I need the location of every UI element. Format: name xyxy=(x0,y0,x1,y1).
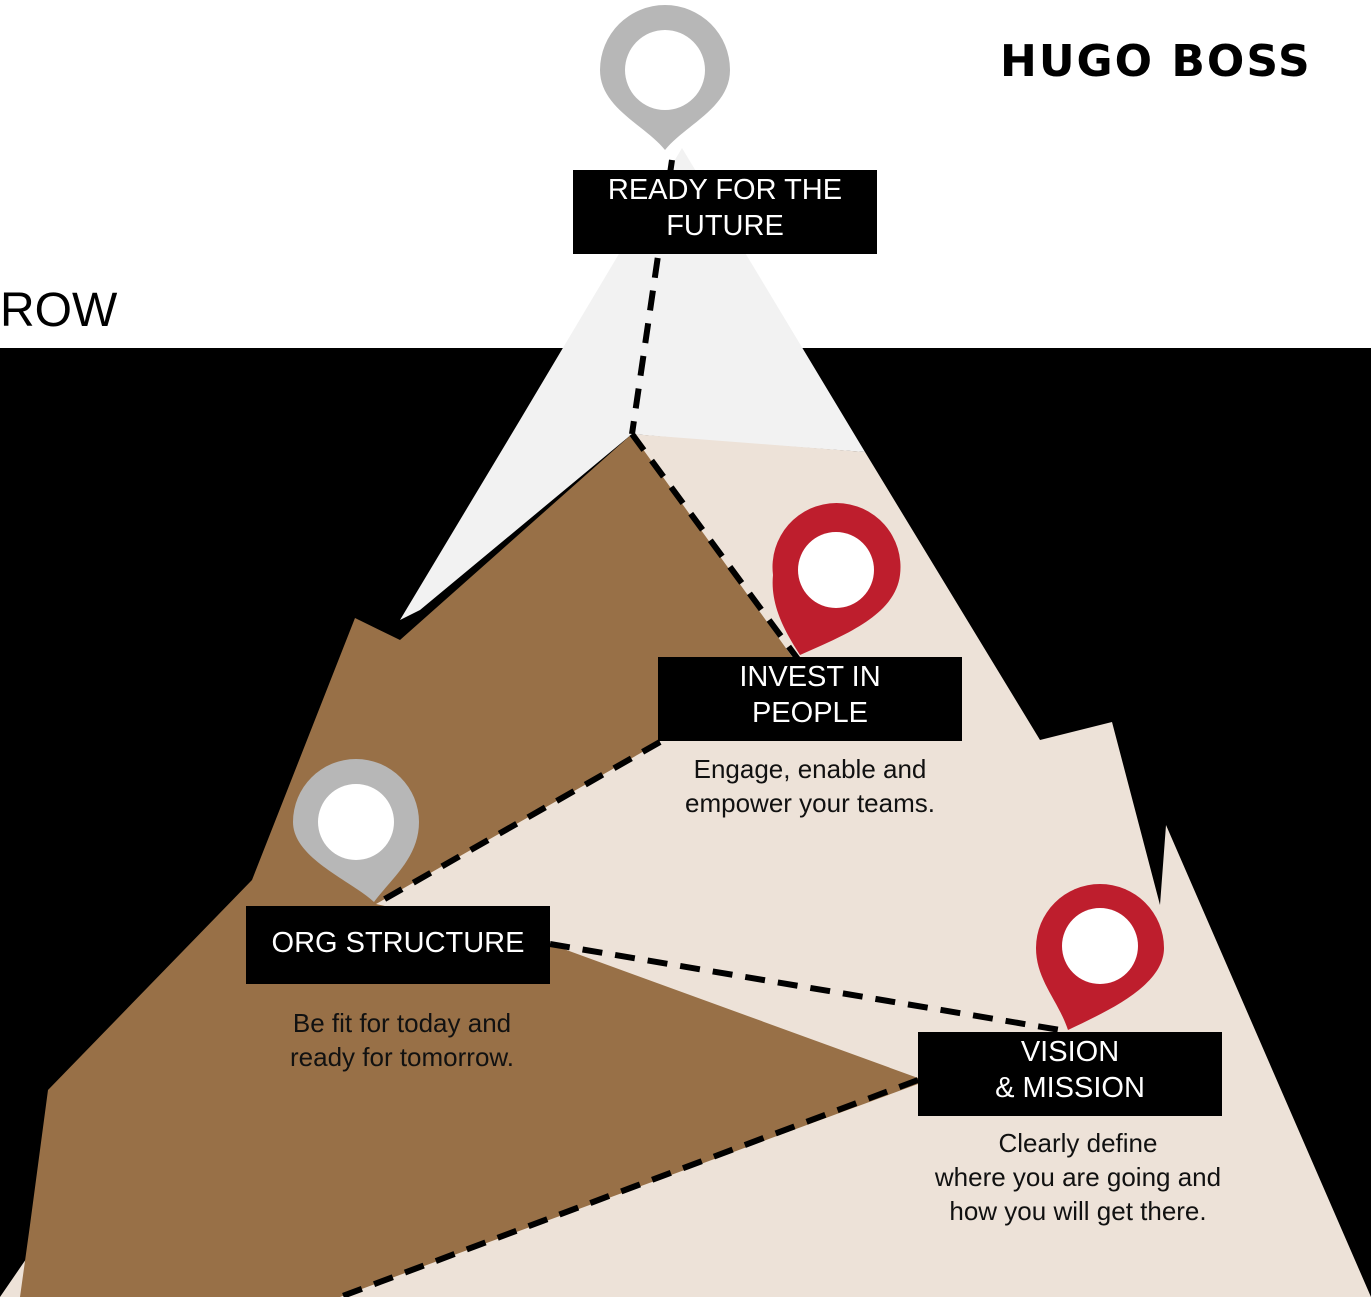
milestone-desc-people: Engage, enable and empower your teams. xyxy=(640,752,980,820)
mountain-snow xyxy=(400,148,865,620)
label-line: INVEST IN xyxy=(739,661,881,693)
milestone-label-summit: READY FOR THE FUTURE xyxy=(573,170,877,254)
label-line: FUTURE xyxy=(666,210,784,242)
label-line: & MISSION xyxy=(995,1072,1145,1104)
milestone-label-people: INVEST IN PEOPLE xyxy=(658,657,962,741)
milestone-label-org: ORG STRUCTURE xyxy=(246,906,550,984)
label-line: READY FOR THE xyxy=(607,174,843,206)
page-heading-fragment: ROW xyxy=(0,284,118,337)
brand-logo: HUGO BOSS xyxy=(1000,36,1312,87)
map-pin-icon xyxy=(293,759,419,902)
label-line: PEOPLE xyxy=(751,697,869,729)
desc-line: Clearly define xyxy=(998,1128,1158,1158)
label-line: ORG STRUCTURE xyxy=(271,927,525,959)
desc-line: how you will get there. xyxy=(949,1196,1207,1226)
desc-line: Engage, enable and xyxy=(693,754,927,784)
desc-line: ready for tomorrow. xyxy=(290,1042,514,1072)
map-pin-icon xyxy=(600,5,730,150)
label-line: VISION xyxy=(1020,1036,1120,1068)
milestone-desc-vision: Clearly define where you are going and h… xyxy=(898,1126,1258,1228)
desc-line: where you are going and xyxy=(934,1162,1222,1192)
desc-line: Be fit for today and xyxy=(292,1008,512,1038)
desc-line: empower your teams. xyxy=(685,788,935,818)
mountain-brown-face xyxy=(20,434,918,1297)
map-pin-icon xyxy=(772,503,901,655)
milestone-desc-org: Be fit for today and ready for tomorrow. xyxy=(232,1006,572,1074)
milestone-label-vision: VISION & MISSION xyxy=(918,1032,1222,1116)
map-pin-icon xyxy=(1036,884,1164,1030)
